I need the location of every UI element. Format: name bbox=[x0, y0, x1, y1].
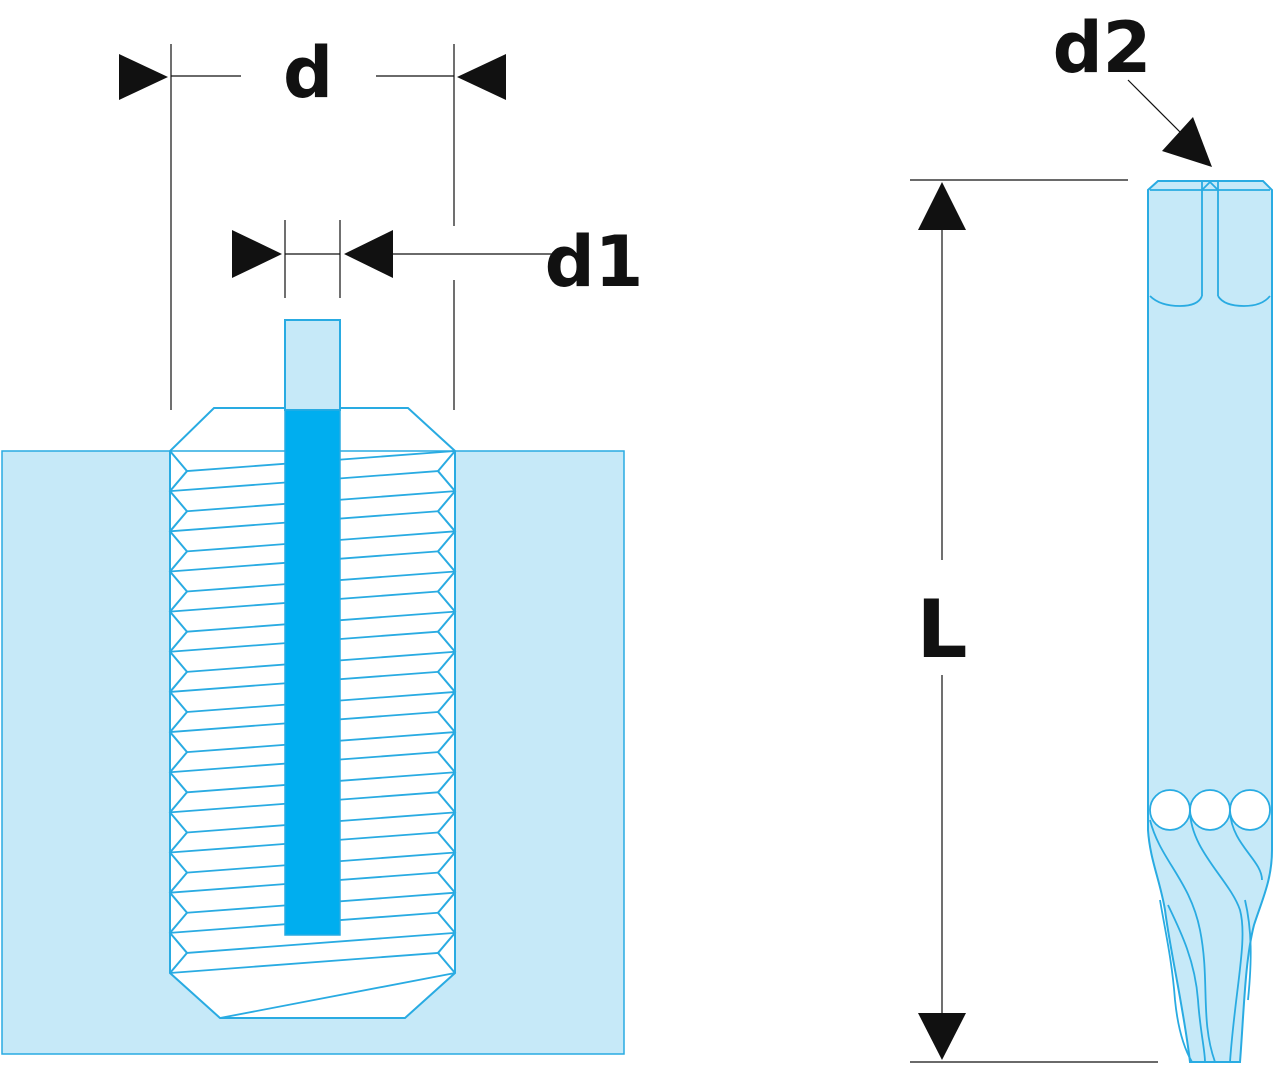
extractor-tool-body bbox=[1147, 180, 1273, 1063]
arrowhead-icon bbox=[918, 182, 966, 230]
arrowhead-icon bbox=[232, 230, 282, 278]
thread-root-line bbox=[169, 952, 439, 974]
thread-left-profile bbox=[168, 450, 189, 974]
dimension-L bbox=[910, 179, 1158, 1063]
insert-core bbox=[284, 409, 341, 936]
dimension-d2 bbox=[1127, 79, 1212, 167]
tool-hex-head bbox=[1149, 181, 1271, 307]
label-d1: d1 bbox=[545, 221, 644, 303]
thread-right-profile bbox=[436, 450, 457, 974]
arrowhead-icon bbox=[344, 230, 393, 278]
thread-crest-line bbox=[186, 931, 456, 954]
label-d: d bbox=[283, 32, 333, 114]
insert-tang-upper bbox=[284, 319, 341, 411]
spiral-flutes-icon bbox=[1149, 789, 1271, 831]
arrowhead-icon bbox=[918, 1013, 966, 1060]
dimension-d1 bbox=[232, 220, 556, 298]
thread-end-line bbox=[219, 972, 456, 1019]
leader-line-d2 bbox=[1127, 79, 1184, 136]
arrowhead-icon bbox=[119, 54, 168, 100]
dimension-d bbox=[119, 44, 506, 410]
arrowhead-icon bbox=[1162, 117, 1212, 167]
tool-flute-lines bbox=[1149, 809, 1263, 1063]
arrowhead-icon bbox=[457, 54, 506, 100]
label-L: L bbox=[917, 583, 968, 676]
label-d2: d2 bbox=[1053, 7, 1152, 89]
